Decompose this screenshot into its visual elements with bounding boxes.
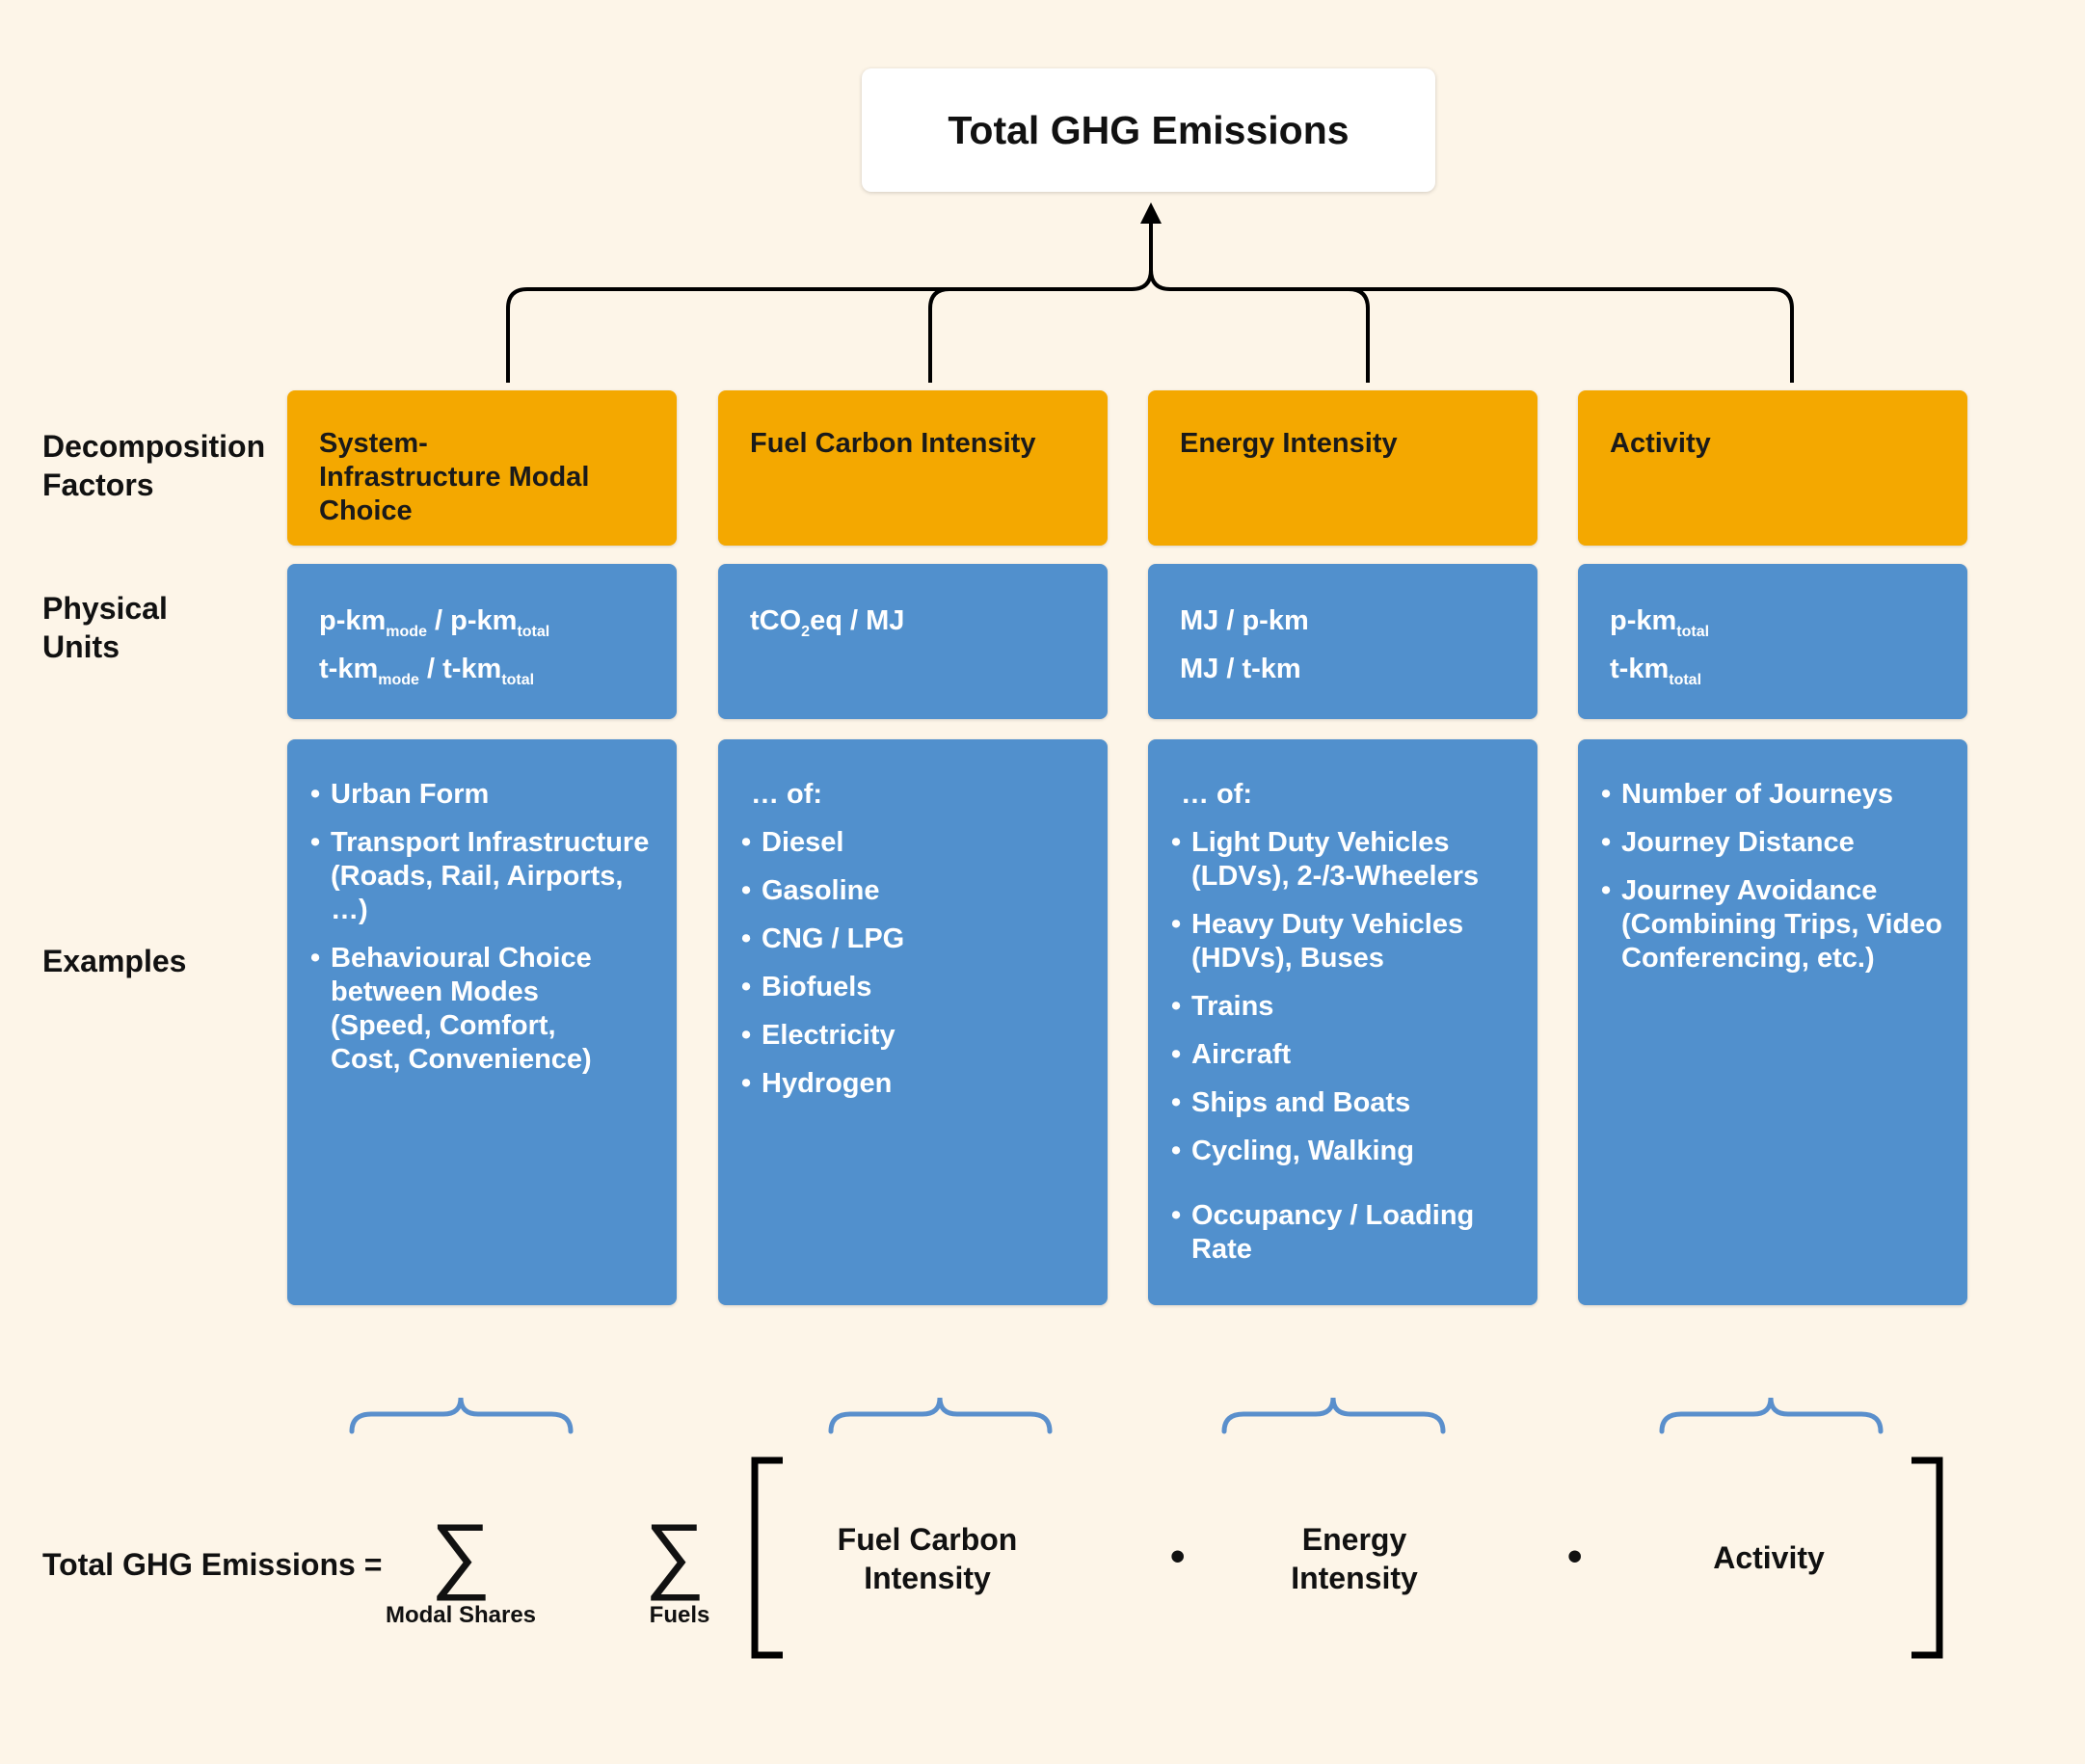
factor-label: Activity [1610, 428, 1711, 459]
example-item: Gasoline [741, 874, 1084, 908]
example-item: Occupancy / Loading Rate [1171, 1199, 1514, 1267]
brace-icon-col4 [1659, 1397, 1884, 1434]
factor-label: Energy Intensity [1180, 428, 1398, 459]
example-item: Journey Avoidance (Combining Trips, Vide… [1601, 874, 1944, 976]
units-line-pkm-total: p-kmtotal [1610, 605, 1710, 640]
factor-box-modal-choice: System-Infrastructure Modal Choice [287, 390, 677, 546]
examples-box-energy-intensity: … of: Light Duty Vehicles (LDVs), 2-/3-W… [1148, 739, 1537, 1305]
multiply-dot-2: • [1567, 1533, 1583, 1580]
multiply-dot-1: • [1170, 1533, 1186, 1580]
units-line-tkm-total: t-kmtotal [1610, 654, 1702, 688]
left-bracket-icon [751, 1457, 783, 1659]
connector-col1 [506, 220, 1153, 383]
factor-label: Fuel Carbon Intensity [750, 428, 1036, 459]
sigma-modal-shares-icon: ∑ [430, 1506, 492, 1601]
factor-label: System-Infrastructure Modal Choice [319, 428, 590, 526]
brace-icon-col1 [349, 1397, 574, 1434]
example-item: Cycling, Walking [1171, 1135, 1514, 1168]
example-item: Aircraft [1171, 1038, 1514, 1072]
example-item: Journey Distance [1601, 826, 1944, 860]
formula-term-energy-intensity: Energy Intensity [1291, 1522, 1418, 1595]
brace-icon-col2 [828, 1397, 1053, 1434]
sum-label-modal-shares: Modal Shares [385, 1602, 537, 1628]
example-item: CNG / LPG [741, 922, 1084, 956]
right-bracket-icon [1911, 1457, 1943, 1659]
units-line-pkm: p-kmmode / p-kmtotal [319, 605, 550, 640]
row-label-decomposition: Decomposition Factors [42, 429, 266, 502]
example-intro: … of: [751, 779, 823, 810]
example-item: Heavy Duty Vehicles (HDVs), Buses [1171, 908, 1514, 976]
factor-box-activity: Activity [1578, 390, 1967, 546]
formula-term-activity: Activity [1713, 1540, 1825, 1575]
connector-col4 [1149, 269, 1794, 383]
examples-box-fuel-carbon: … of: Diesel Gasoline CNG / LPG Biofuels… [718, 739, 1108, 1305]
units-box-modal-choice: p-kmmode / p-kmtotal t-kmmode / t-kmtota… [287, 564, 677, 719]
example-item: Electricity [741, 1019, 1084, 1053]
factor-box-energy-intensity: Energy Intensity [1148, 390, 1537, 546]
row-label-examples: Examples [42, 944, 187, 978]
example-item: Number of Journeys [1601, 778, 1944, 812]
units-box-activity: p-kmtotal t-kmtotal [1578, 564, 1967, 719]
units-line-tkm: t-kmmode / t-kmtotal [319, 654, 535, 688]
connector-col3 [1170, 287, 1370, 383]
connector-col2 [928, 287, 1132, 383]
formula-term-fuel-carbon: Fuel Carbon Intensity [837, 1522, 1018, 1595]
examples-box-modal-choice: Urban Form Transport Infrastructure (Roa… [287, 739, 677, 1305]
example-item: Behavioural Choice between Modes (Speed,… [310, 942, 610, 1077]
example-item: Hydrogen [741, 1067, 1084, 1101]
units-line-tco2: tCO2eq / MJ [750, 605, 905, 640]
sum-label-fuels: Fuels [649, 1602, 710, 1628]
row-label-physical-units: Physical Units [42, 591, 168, 664]
brace-icon-col3 [1221, 1397, 1446, 1434]
total-ghg-title-box: Total GHG Emissions [862, 68, 1435, 192]
sigma-fuels-icon: ∑ [644, 1506, 706, 1601]
example-item: Diesel [741, 826, 1084, 860]
factor-box-fuel-carbon: Fuel Carbon Intensity [718, 390, 1108, 546]
units-box-fuel-carbon: tCO2eq / MJ [718, 564, 1108, 719]
example-item: Light Duty Vehicles (LDVs), 2-/3-Wheeler… [1171, 826, 1514, 894]
example-item: Biofuels [741, 971, 1084, 1004]
example-item: Transport Infrastructure (Roads, Rail, A… [310, 826, 654, 927]
units-box-energy-intensity: MJ / p-km MJ / t-km [1148, 564, 1537, 719]
example-item: Urban Form [310, 778, 654, 812]
example-item: Trains [1171, 990, 1514, 1024]
arrow-head-icon [1140, 202, 1162, 224]
formula-lhs: Total GHG Emissions = [42, 1547, 383, 1582]
example-intro: … of: [1181, 779, 1253, 810]
total-ghg-title: Total GHG Emissions [948, 107, 1350, 152]
units-line-mj-tkm: MJ / t-km [1180, 654, 1301, 684]
example-item: Ships and Boats [1171, 1086, 1514, 1120]
examples-box-activity: Number of Journeys Journey Distance Jour… [1578, 739, 1967, 1305]
units-line-mj-pkm: MJ / p-km [1180, 605, 1309, 636]
